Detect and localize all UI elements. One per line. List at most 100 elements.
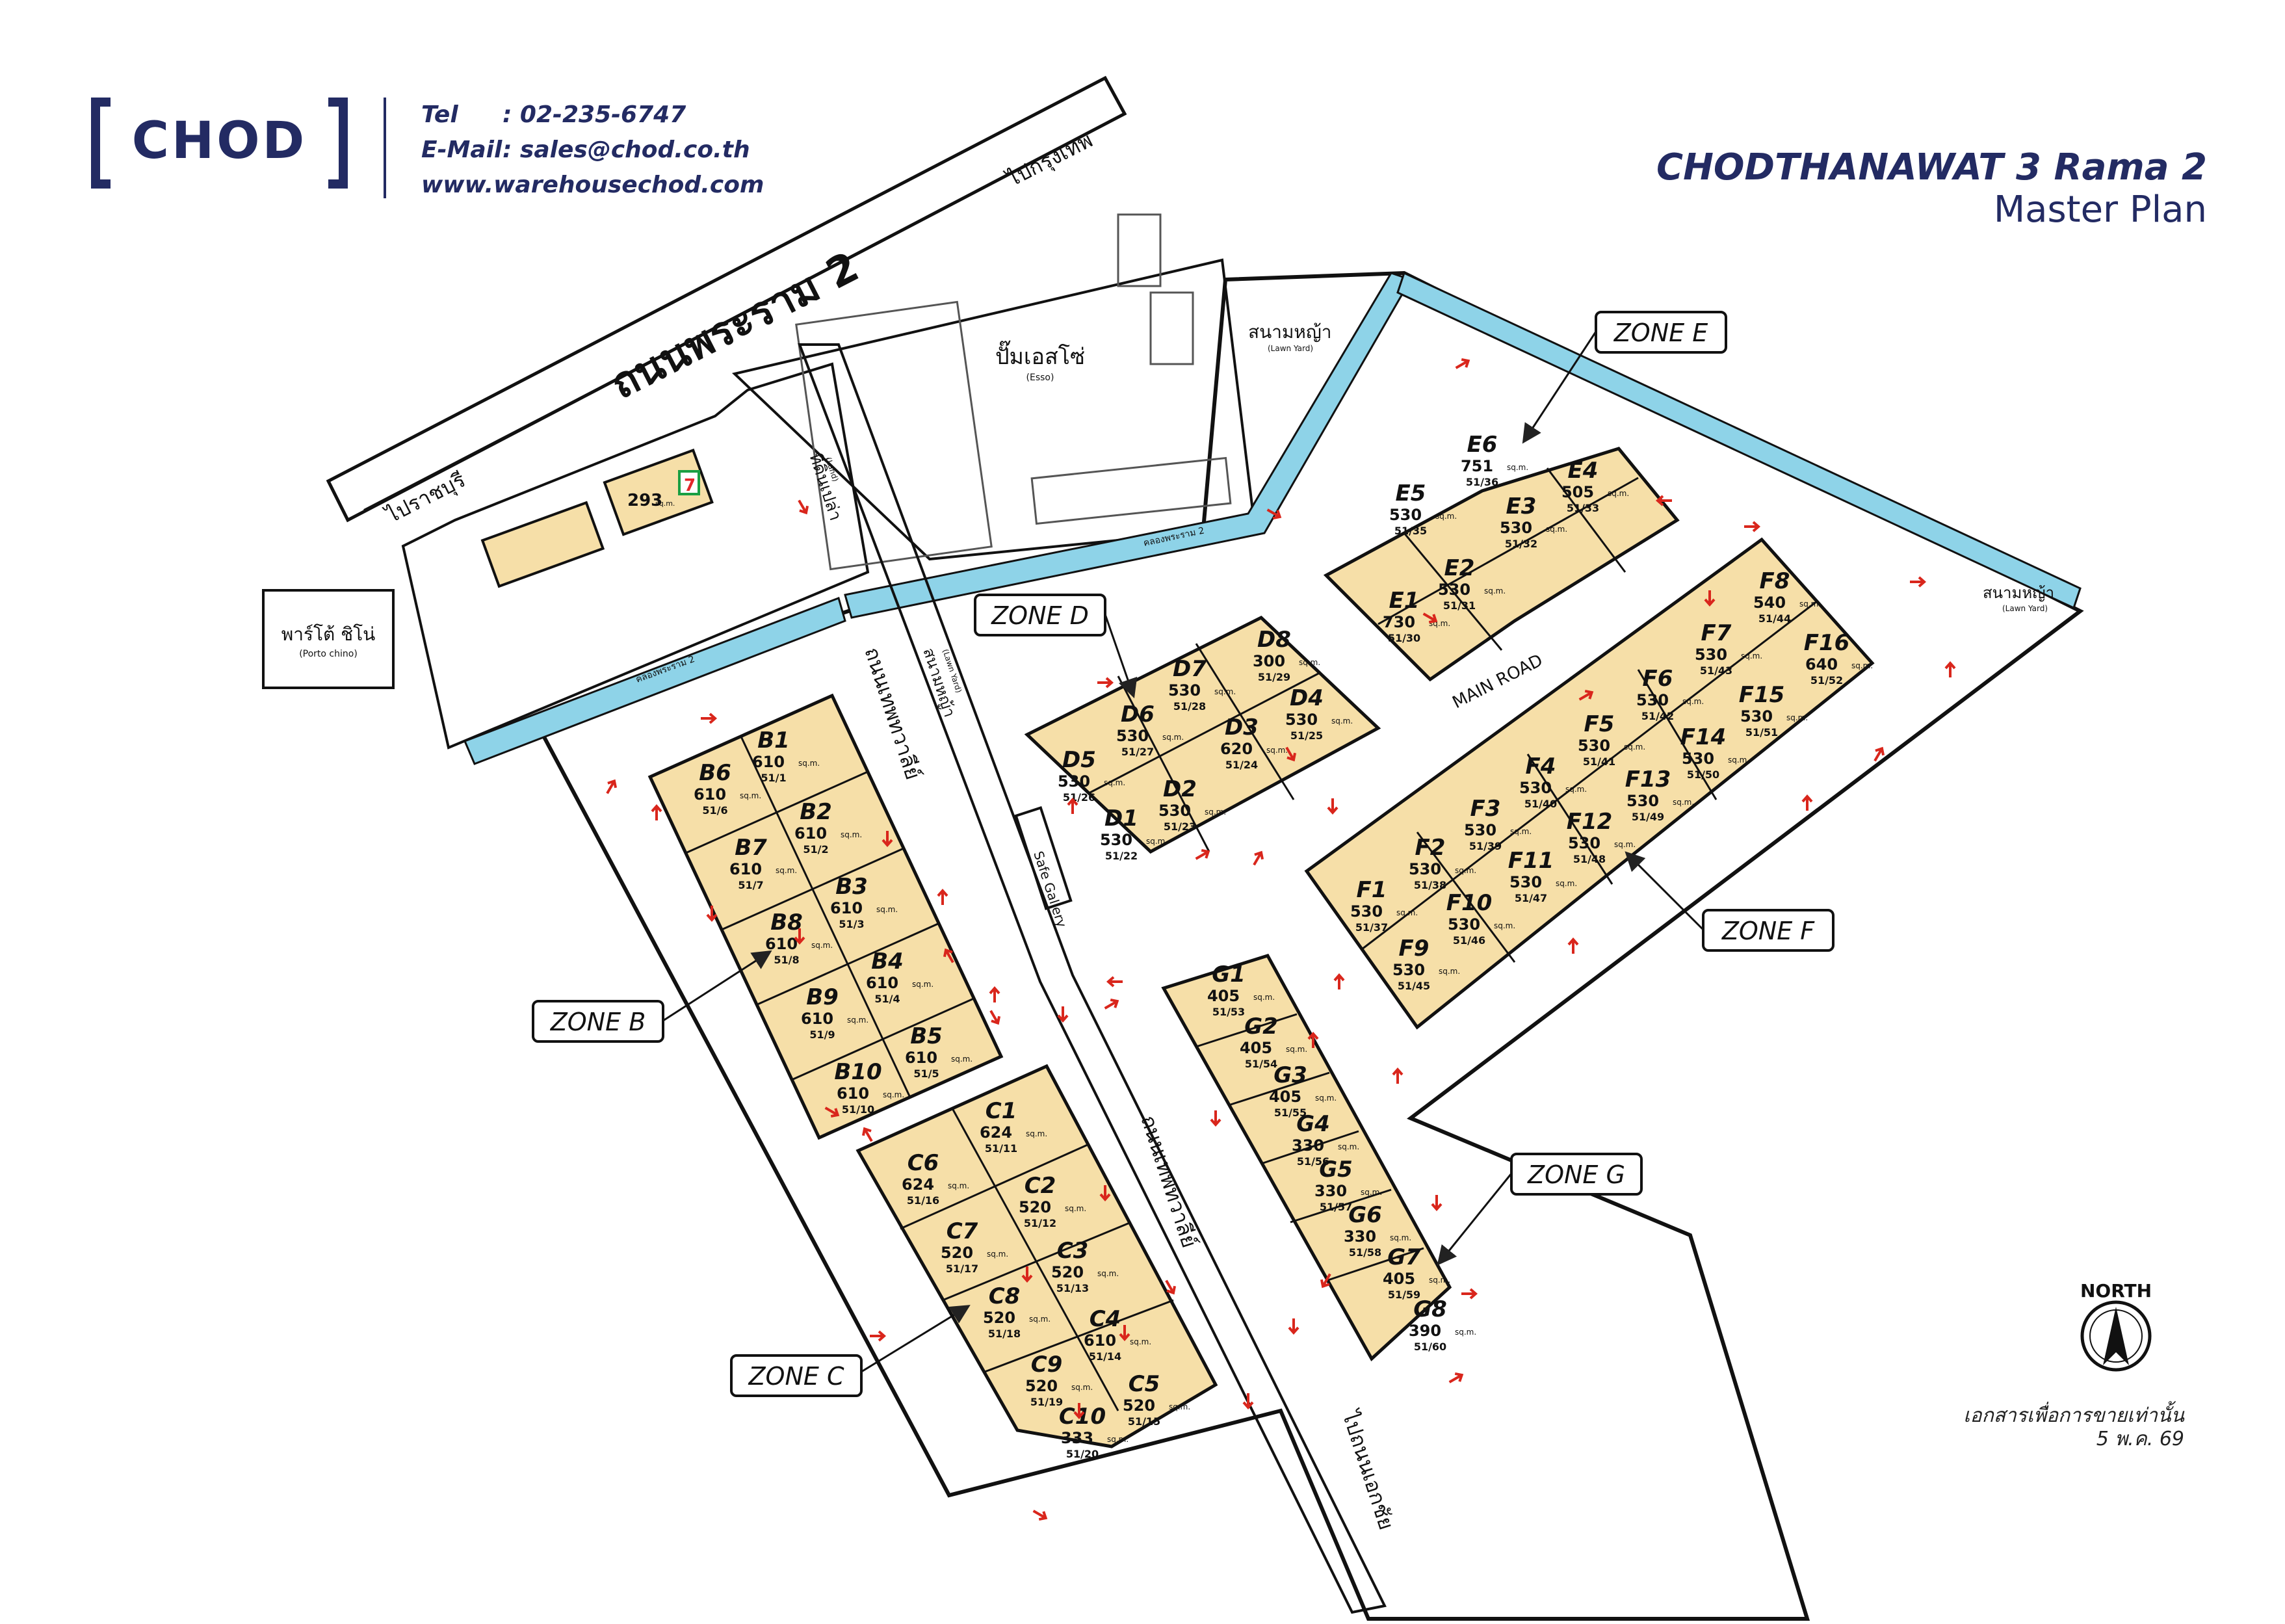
tel-value[interactable]: : 02-235-6747 [503, 101, 686, 128]
unit-area-unit: sq.m. [1851, 661, 1873, 670]
zone-g-callout[interactable]: ZONE G [1437, 1153, 1643, 1266]
unit-id: B2 [800, 799, 832, 825]
thep-thawali-label-2: ถนนเทพทวาลีย์ [1136, 1112, 1202, 1251]
zone-c-label: ZONE C [748, 1362, 844, 1391]
traffic-arrow-icon [989, 986, 1000, 1002]
unit-id: B7 [735, 835, 767, 861]
unit-id: D3 [1225, 714, 1259, 740]
unit-address: 51/15 [1128, 1415, 1160, 1428]
unit-id: C10 [1059, 1404, 1106, 1430]
unit-area: 530 [1500, 519, 1532, 537]
zone-b-callout[interactable]: ZONE B [532, 950, 772, 1043]
traffic-arrow-icon [1320, 1273, 1331, 1289]
unit-area-unit: sq.m. [1510, 827, 1532, 836]
unit-id: F5 [1584, 711, 1615, 737]
unit-area-unit: sq.m. [1435, 512, 1457, 521]
website-link[interactable]: www.warehousechod.com [421, 172, 764, 198]
porto-chino-en-label: (Porto chino) [299, 649, 358, 659]
zone-e-label: ZONE E [1613, 319, 1708, 347]
unit-area: 530 [1392, 961, 1425, 979]
unit-address: 51/48 [1573, 853, 1606, 865]
unit-address: 51/4 [874, 993, 900, 1005]
zone-f-callout[interactable]: ZONE F [1625, 851, 1835, 952]
unit-id: C7 [947, 1218, 978, 1244]
page-subtitle: Master Plan [1993, 189, 2207, 231]
unit-area: 530 [1448, 915, 1480, 934]
block-c [855, 1064, 1218, 1448]
unit-id: E2 [1444, 555, 1475, 581]
email-value[interactable]: : sales@chod.co.th [503, 137, 750, 163]
unit-id: C5 [1129, 1371, 1160, 1397]
esso-building-2 [1149, 291, 1194, 365]
zone-c-callout[interactable]: ZONE C [730, 1305, 971, 1397]
unit-area-unit: sq.m. [1286, 1045, 1307, 1054]
unit-area: 330 [1344, 1227, 1376, 1246]
header-divider [384, 98, 386, 198]
zone-e-callout[interactable]: ZONE E [1522, 311, 1727, 444]
zone-d-callout[interactable]: ZONE D [974, 594, 1138, 699]
unit-area: 620 [1220, 740, 1253, 758]
unit-area: 530 [1058, 772, 1090, 791]
unit-address: 51/28 [1173, 700, 1206, 713]
unit-area-unit: sq.m. [798, 759, 820, 768]
